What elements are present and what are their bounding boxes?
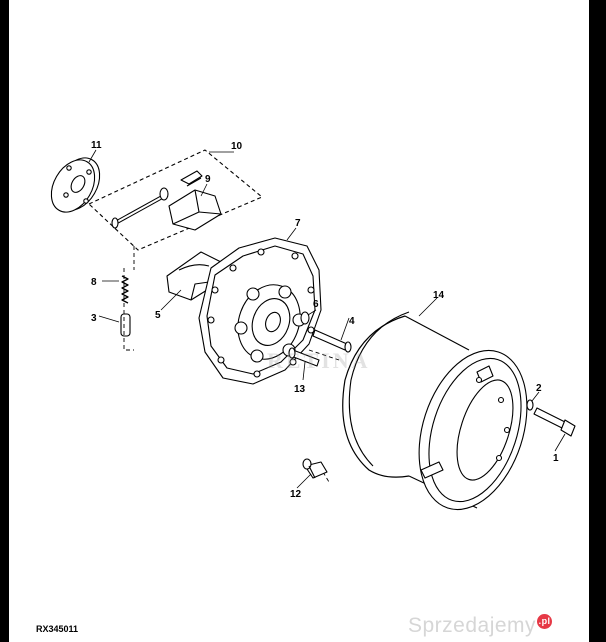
callout-7: 7 — [295, 218, 301, 229]
callout-1: 1 — [553, 453, 559, 464]
callout-11: 11 — [91, 140, 102, 151]
exploded-wheel-diagram: 11 10 9 7 8 3 5 6 4 13 14 2 1 12 — [50, 140, 576, 511]
watermark-site-text: Sprzedajemy — [408, 614, 537, 637]
parts-diagram-sheet: 11 10 9 7 8 3 5 6 4 13 14 2 1 12 RETINA … — [9, 0, 589, 642]
site-watermark: Sprzedajemy.pl — [408, 614, 553, 638]
callout-4: 4 — [349, 316, 355, 327]
figure-code: RX345011 — [36, 624, 79, 634]
part-12-valve — [302, 458, 328, 479]
watermark-logo: RETINA — [267, 348, 371, 373]
watermark-tld-badge: .pl — [537, 614, 553, 629]
part-3-pin — [120, 313, 131, 337]
callout-12: 12 — [290, 489, 302, 500]
leader-lines — [88, 149, 566, 489]
callout-14: 14 — [433, 290, 445, 301]
part-1-bolt — [533, 407, 576, 437]
callout-2: 2 — [536, 383, 542, 394]
part-4-stud — [312, 329, 352, 353]
callout-9: 9 — [205, 174, 211, 185]
part-2-washer — [526, 399, 534, 411]
callout-5: 5 — [155, 310, 161, 321]
callout-8: 8 — [91, 277, 97, 288]
callout-6: 6 — [313, 299, 319, 310]
part-14-rim — [342, 311, 528, 511]
callout-10: 10 — [231, 141, 243, 152]
part-8-spring — [121, 275, 129, 304]
callout-13: 13 — [294, 384, 306, 395]
part-6-washer — [300, 311, 310, 325]
part-13-bolt — [288, 347, 320, 367]
part-10-kit-box — [88, 149, 263, 251]
part-9-wedge — [168, 189, 222, 231]
part-11-hub-plate — [50, 157, 101, 213]
callout-3: 3 — [91, 313, 97, 324]
